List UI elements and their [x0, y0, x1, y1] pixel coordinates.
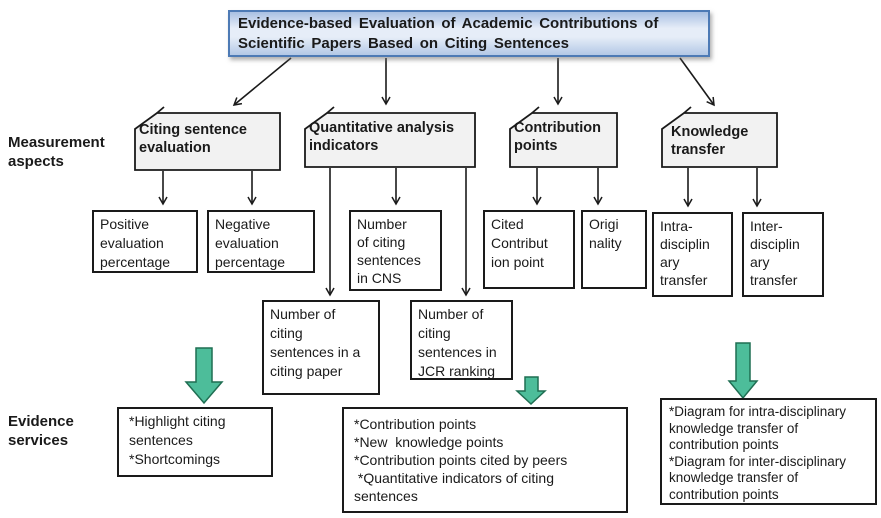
aspect-fold-citing-sentence — [156, 106, 165, 114]
diagram-title: Evidence-based Evaluation of Academic Co… — [228, 10, 710, 57]
aspect-contribution-points: Contribution points — [514, 120, 601, 154]
box-knowledge-transfer-diagram-services: *Diagram for intra-disciplinary knowledg… — [660, 398, 877, 505]
aspect-fold-contribution — [531, 106, 540, 114]
box-citing-sentences-in-jcr-ranking: Number of citing sentences in JCR rankin… — [410, 300, 513, 380]
aspect-citing-sentence-evaluation: Citing sentence evaluation — [139, 122, 247, 156]
box-positive-evaluation-percentage: Positive evaluation percentage — [92, 210, 198, 273]
arrow-title-to-citing-sentence — [232, 57, 292, 106]
aspect-shape-quantitative — [304, 112, 476, 168]
aspect-quantitative-analysis-indicators: Quantitative analysis indicators — [309, 120, 455, 154]
box-highlight-citing-sentences-services: *Highlight citing sentences *Shortcoming… — [117, 407, 273, 477]
box-intra-disciplinary-transfer: Intra- disciplin ary transfer — [652, 212, 733, 297]
box-inter-disciplinary-transfer: Inter- disciplin ary transfer — [742, 212, 824, 297]
green-arrow-to-diagram-services — [727, 342, 759, 400]
box-citing-sentences-in-citing-paper: Number of citing sentences in a citing p… — [262, 300, 380, 395]
green-arrow-to-contribution-services — [515, 376, 547, 406]
aspect-shape-knowledge — [661, 112, 778, 168]
green-arrow-to-highlight-services — [184, 347, 224, 405]
aspect-fold-quantitative — [326, 106, 335, 114]
aspect-shape-citing-sentence — [134, 112, 281, 171]
arrow-title-to-knowledge — [679, 57, 715, 107]
measurement-aspects-label: Measurement aspects — [8, 134, 105, 170]
aspect-knowledge-transfer: Knowledge transfer — [671, 124, 749, 158]
box-originality: Origi nality — [581, 210, 647, 289]
box-citing-sentences-in-cns: Number of citing sentences in CNS — [349, 210, 442, 291]
aspect-shape-contribution — [509, 112, 618, 168]
box-contribution-points-services: *Contribution points *New knowledge poin… — [342, 407, 628, 513]
evidence-services-label: Evidence services — [8, 413, 74, 449]
box-negative-evaluation-percentage: Negative evaluation percentage — [207, 210, 315, 273]
box-cited-contribution-point: Cited Contribut ion point — [483, 210, 575, 289]
aspect-fold-knowledge — [683, 106, 692, 114]
